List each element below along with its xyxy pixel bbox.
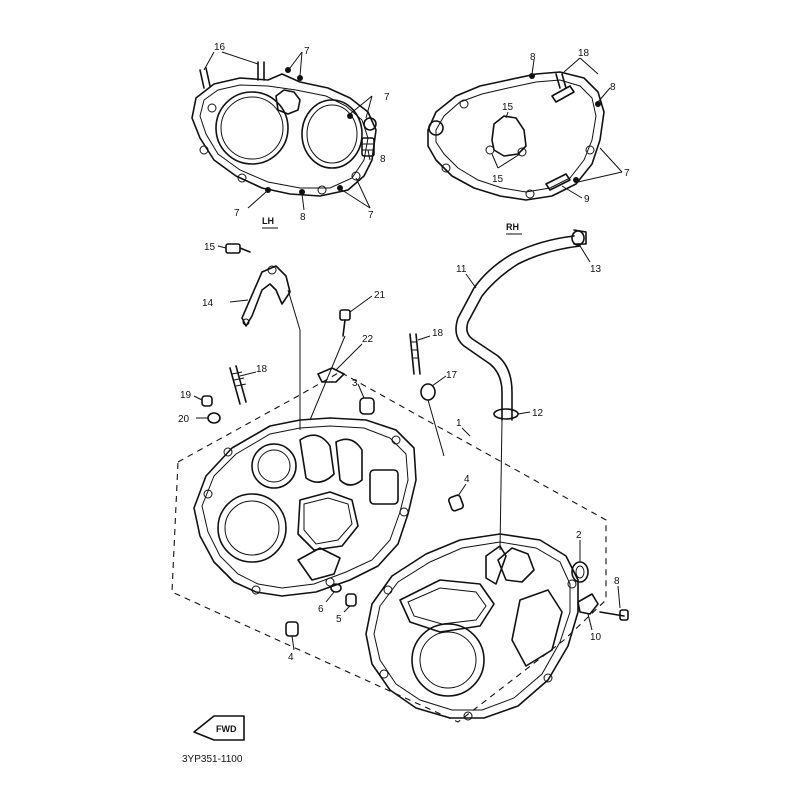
bracket-part [217, 243, 301, 430]
lh-crankcase-cover [191, 61, 377, 197]
callout-15: 15 [502, 102, 514, 113]
rh-label: RH [506, 222, 519, 232]
callout-8: 8 [610, 82, 616, 93]
callout-14: 14 [202, 298, 214, 309]
callout-8: 8 [614, 576, 620, 587]
callout-8: 8 [300, 212, 306, 223]
callout-18: 18 [578, 48, 590, 59]
fwd-arrow: FWD [193, 715, 245, 741]
callout-3: 3 [352, 378, 358, 389]
rh-crankcase-half [365, 533, 579, 721]
lh-leader-lines [203, 51, 373, 211]
callout-2: 2 [576, 530, 582, 541]
callout-15: 15 [492, 174, 504, 185]
callout-7: 7 [368, 210, 374, 221]
callout-11: 11 [456, 264, 467, 275]
callout-19: 19 [180, 390, 192, 401]
callout-5: 5 [336, 614, 342, 625]
callout-18: 18 [256, 364, 268, 375]
fwd-text: FWD [216, 724, 237, 734]
callout-12: 12 [532, 408, 544, 419]
rh-crankcase-cover [427, 71, 605, 201]
callout-4: 4 [464, 474, 470, 485]
callout-4: 4 [288, 652, 294, 663]
callout-21: 21 [374, 290, 386, 301]
breather-hose [455, 229, 591, 551]
callout-numbers: 16 7 7 8 7 8 7 8 18 8 15 15 7 9 15 13 11… [178, 42, 630, 663]
rh-leader-lines [491, 57, 623, 199]
callout-13: 13 [590, 264, 602, 275]
callout-18: 18 [432, 328, 444, 339]
callout-10: 10 [590, 632, 602, 643]
lh-label: LH [262, 216, 274, 226]
callout-17: 17 [446, 370, 458, 381]
callout-6: 6 [318, 604, 324, 615]
callout-9: 9 [584, 194, 590, 205]
callout-8: 8 [380, 154, 386, 165]
callout-7: 7 [624, 168, 630, 179]
callout-1: 1 [456, 418, 462, 429]
lh-crankcase-half [193, 417, 417, 597]
callout-22: 22 [362, 334, 374, 345]
callout-7: 7 [304, 46, 310, 57]
callout-7: 7 [384, 92, 390, 103]
assembly-outline [171, 371, 607, 723]
figure-code: 3YP351-1100 [182, 754, 243, 765]
callout-15: 15 [204, 242, 216, 253]
callout-8: 8 [530, 52, 536, 63]
callout-7: 7 [234, 208, 240, 219]
callout-16: 16 [214, 42, 226, 53]
small-parts [193, 295, 629, 651]
callout-20: 20 [178, 414, 190, 425]
